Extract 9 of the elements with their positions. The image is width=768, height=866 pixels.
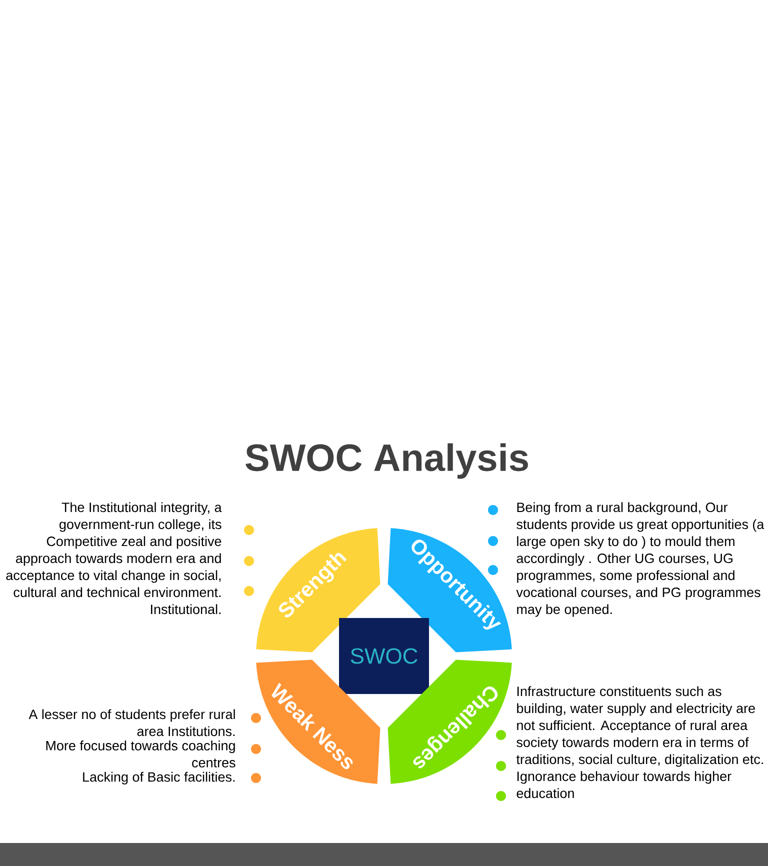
description-text: The Institutional integrity, a government-run college, its Competitive zeal and positive approach towards modern era and acceptance to vital change in social, cultural and technical environment. Institutional.: [6, 502, 222, 614]
center-box: SWOC: [339, 618, 429, 694]
description-text: Infrastructure constituents such as building, water supply and electricity are not sufficient. Acceptance of rural area society towards modern era in terms of traditions, social culture, digitalization etc.: [516, 686, 763, 767]
description-text: Ignorance behaviour towards higher education: [516, 771, 732, 798]
description-text: Being from a rural background, Our students provide us great opportunities (a large open sky to do ) to mould them accordingly . Other UG courses, UG programmes, some professional and vocational courses, and PG programmes may be opened.: [516, 502, 764, 617]
description-text: Lacking of Basic facilities.: [83, 772, 235, 784]
title: SWOC Analysis: [246, 443, 528, 479]
description-text: A lesser no of students prefer rural area Institutions.: [28, 709, 235, 736]
description-text: More focused towards coaching centres: [46, 740, 236, 768]
